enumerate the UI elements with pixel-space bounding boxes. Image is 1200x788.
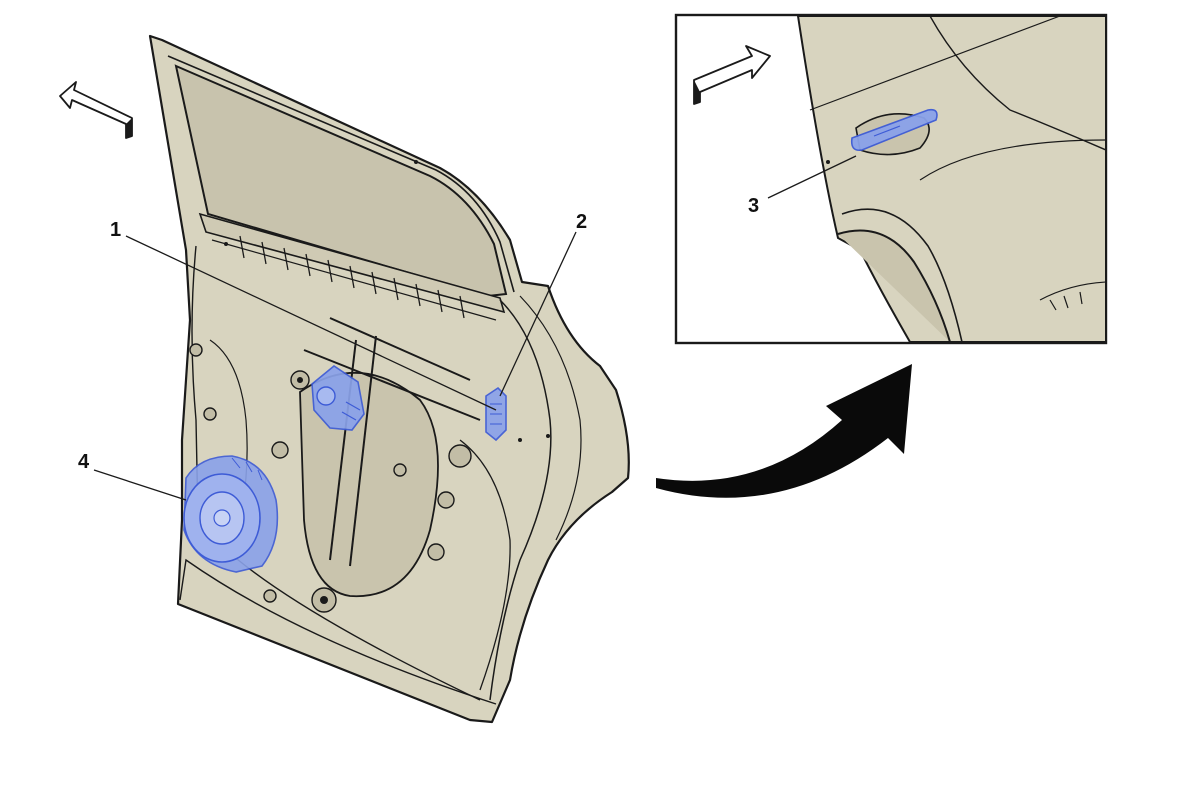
window-opening [174,64,508,298]
callout-2: 2 [576,211,587,233]
rear-door-assembly [148,34,630,724]
callout-1: 1 [110,219,121,241]
window-regulator-motor [311,365,365,431]
door-latch [485,386,507,442]
forward-arrow-icon [59,81,133,139]
leader-line-3 [767,155,857,199]
door-speaker [183,455,279,573]
curved-arrow-icon [656,364,912,498]
inset-panel [674,13,1108,345]
callout-4: 4 [78,451,90,473]
exterior-door-handle [850,108,938,152]
leader-lines [93,231,577,501]
callout-3: 3 [748,195,759,217]
forward-arrow-icon [693,45,771,105]
